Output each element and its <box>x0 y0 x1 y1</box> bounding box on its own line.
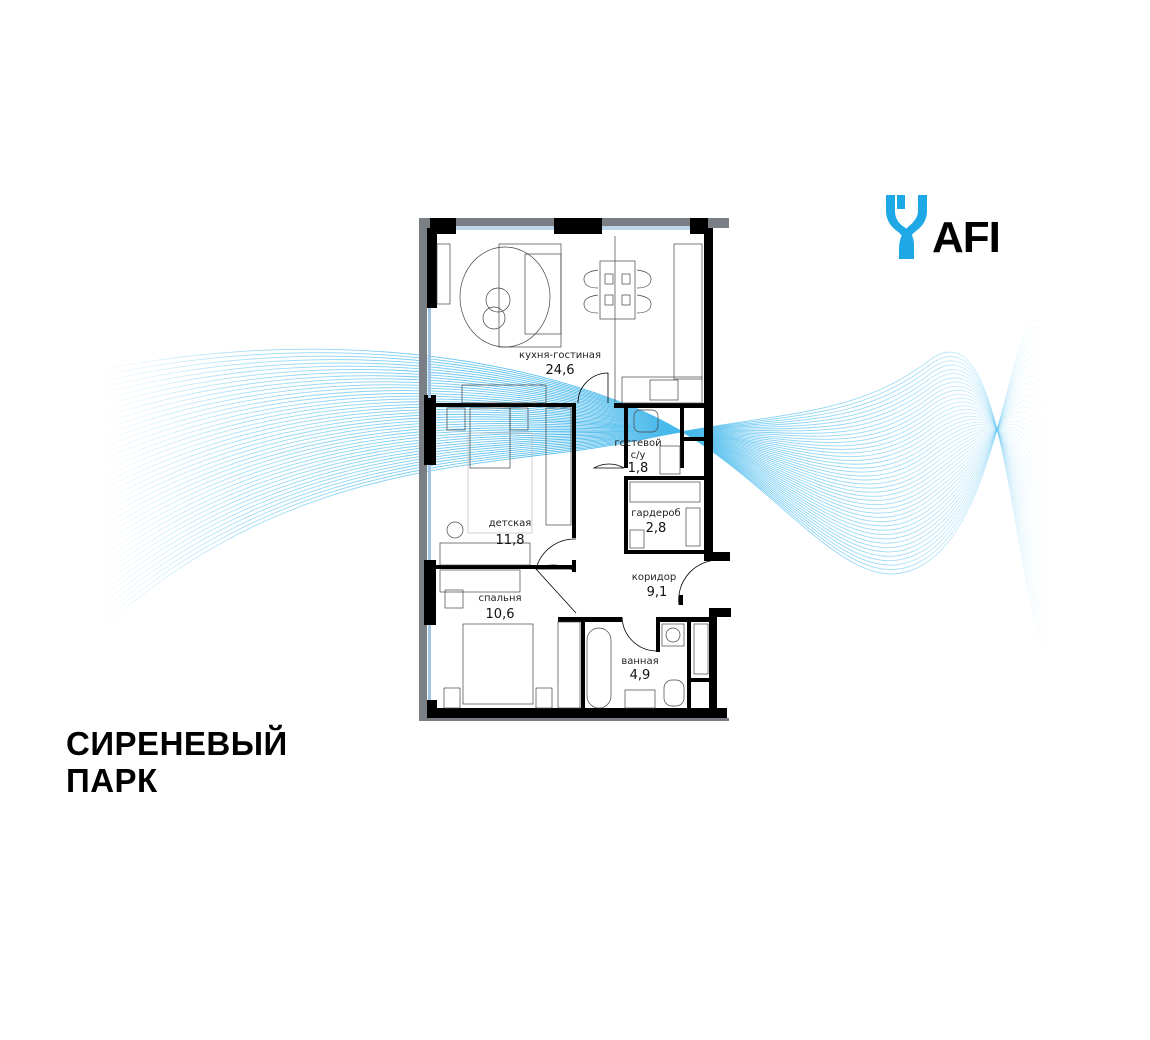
room-area: 10,6 <box>485 607 515 622</box>
room-label-line2: с/у <box>630 450 646 461</box>
project-title: СИРЕНЕВЫЙ ПАРК <box>66 725 288 799</box>
room-label: детская <box>488 518 532 529</box>
room-label: ванная <box>621 656 659 667</box>
door-swings <box>535 372 720 652</box>
furniture <box>436 236 709 709</box>
room-label: спальня <box>478 593 522 604</box>
room-label: коридор <box>631 572 677 583</box>
room-label: кухня-гостиная <box>519 350 601 361</box>
exterior-walls <box>419 218 731 721</box>
room-area: 1,8 <box>627 461 649 476</box>
room-area: 24,6 <box>545 363 575 378</box>
afi-logo <box>884 193 1029 261</box>
logo-text: AFI <box>932 213 1001 262</box>
room-label: гостевой <box>614 438 662 449</box>
room-area: 9,1 <box>646 585 668 600</box>
room-area: 11,8 <box>495 533 525 548</box>
room-area: 4,9 <box>629 668 651 683</box>
afi-ribbon-icon <box>886 195 927 259</box>
room-area: 2,8 <box>645 521 667 536</box>
room-label: гардероб <box>631 508 681 519</box>
interior-walls <box>430 403 711 709</box>
project-title-line2: ПАРК <box>66 762 158 799</box>
project-title-line1: СИРЕНЕВЫЙ <box>66 725 288 762</box>
